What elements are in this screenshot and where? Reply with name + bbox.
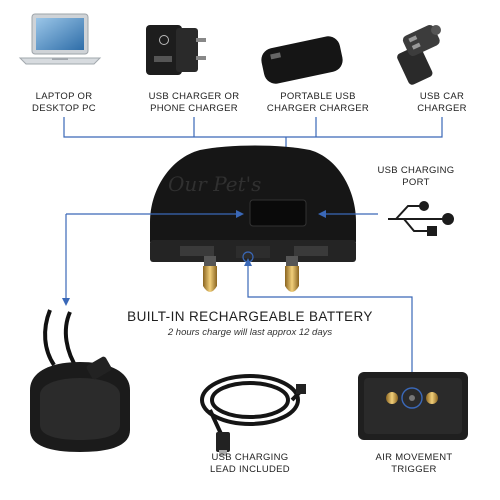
battery-title: BUILT-IN RECHARGEABLE BATTERY <box>127 309 373 324</box>
trigger-sensor-icon <box>358 372 468 440</box>
usb-symbol-icon <box>388 201 454 236</box>
laptop-icon <box>18 13 102 65</box>
label-laptop: LAPTOP OR DESKTOP PC <box>32 91 96 114</box>
battery-subtitle: 2 hours charge will last approx 12 days <box>167 327 333 338</box>
label-portable-charger: PORTABLE USB CHARGER CHARGER <box>266 91 370 114</box>
side-connector-lines <box>62 210 413 374</box>
label-usb-lead: USB CHARGING LEAD INCLUDED <box>210 452 290 475</box>
wall-charger-icon <box>146 25 206 75</box>
label-car-charger: USB CAR CHARGER <box>417 91 467 114</box>
car-charger-icon <box>397 24 441 85</box>
label-usb-port: USB CHARGING PORT <box>377 165 455 188</box>
receiver-logo: Our Pet's <box>168 172 262 196</box>
label-air-trigger: AIR MOVEMENT TRIGGER <box>375 452 453 475</box>
power-bank-icon <box>261 36 343 84</box>
collar-icon <box>30 309 130 452</box>
label-usb-charger: USB CHARGER OR PHONE CHARGER <box>148 91 240 114</box>
receiver-unit <box>150 145 356 292</box>
usb-cable-icon <box>200 374 306 456</box>
